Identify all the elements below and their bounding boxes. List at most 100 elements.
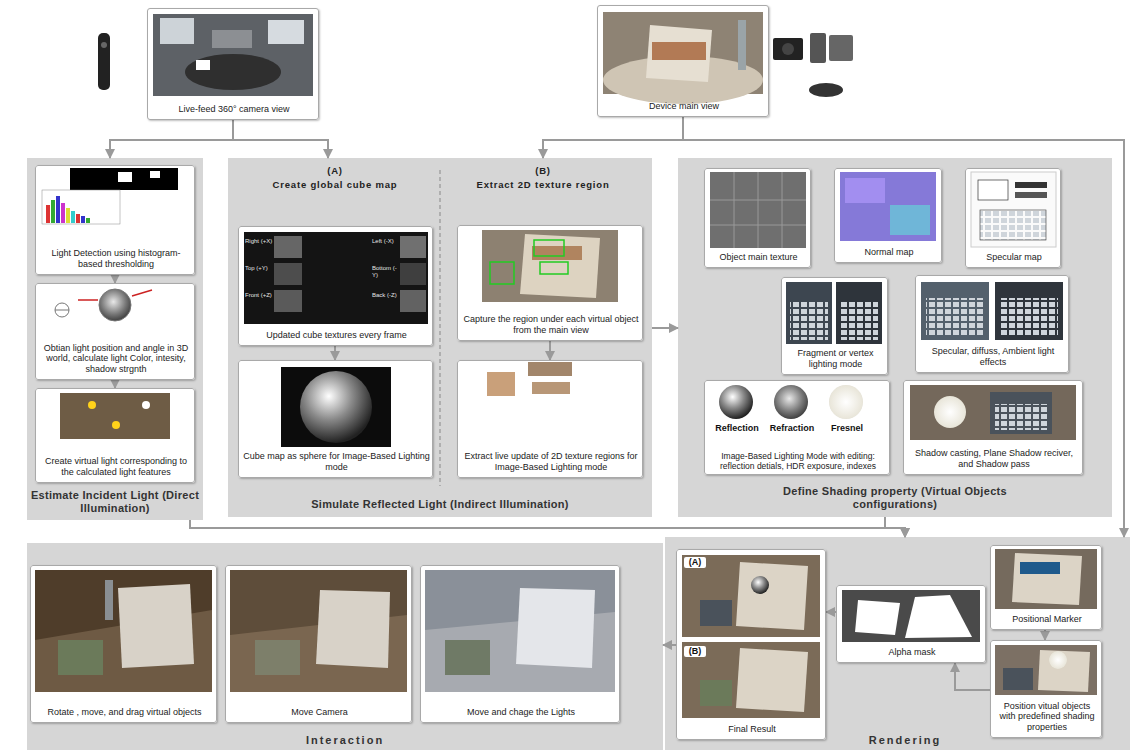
image-tag: Refraction <box>762 423 822 434</box>
illustration-shape <box>682 555 820 637</box>
image-tag: (B) <box>684 646 706 657</box>
illustration-shape <box>132 290 152 296</box>
illustration-shape <box>425 570 615 692</box>
illustration-shape <box>70 168 178 190</box>
illustration-shape <box>810 33 826 63</box>
illustration-shape <box>440 170 441 486</box>
illustration-shape <box>516 588 595 668</box>
illustration-shape <box>60 393 170 439</box>
face-label: Bottom (-Y) <box>372 265 400 279</box>
illustration-shape <box>840 172 936 241</box>
step-box: Device main view <box>597 5 769 117</box>
connector-arrow <box>114 275 116 283</box>
step-box: Live-feed 360° camera view <box>147 8 319 120</box>
caption-text: Object main texture <box>709 252 808 263</box>
box-ground <box>35 283 195 380</box>
illustration-shape <box>78 299 98 301</box>
illustration-shape <box>274 263 302 285</box>
step-box: Object main texture <box>704 168 811 268</box>
panel-ground <box>27 158 203 520</box>
connector-arrow <box>190 520 905 537</box>
illustration-shape <box>540 262 568 274</box>
step-box: Position vitual objects with predefined … <box>990 640 1102 738</box>
face-label: Front (+Z) <box>245 292 273 299</box>
illustration-shape <box>98 33 110 90</box>
panel-ground <box>665 537 1130 750</box>
illustration-shape <box>829 385 863 419</box>
step-box: Rotate , move, and drag virtual objects <box>30 565 217 723</box>
panel-ground <box>678 158 1112 517</box>
stage-panel: Define Shading property (Virtual Objects… <box>678 158 1112 517</box>
caption-text: Move and chage the Lights <box>425 707 617 718</box>
illustration-shape <box>995 549 1097 609</box>
illustration-shape <box>758 172 759 248</box>
illustration-shape <box>782 172 783 248</box>
step-box: Extract live update of 2D texture region… <box>457 360 643 478</box>
step-box: Normal map <box>834 168 942 263</box>
illustration-shape <box>719 385 753 419</box>
box-ground <box>457 225 643 341</box>
box-ground <box>903 380 1083 475</box>
connector-arrow <box>826 611 836 613</box>
box-ground <box>30 565 217 723</box>
illustration-shape <box>790 300 828 340</box>
box-ground <box>676 549 826 740</box>
illustration-shape <box>926 298 984 336</box>
illustration-shape <box>532 246 582 260</box>
caption-text: Position vitual objects with predefined … <box>995 701 1099 733</box>
box-ground <box>965 168 1061 268</box>
box-ground <box>238 360 433 478</box>
caption-text: Create virtual light corresponding to th… <box>40 456 192 478</box>
stage-panel: Rendering(A)(B)Final ResultAlpha maskPos… <box>665 537 1130 750</box>
panel-heading: Rendering <box>845 734 965 747</box>
illustration-shape <box>212 30 252 48</box>
illustration-shape <box>55 310 69 311</box>
face-label: Left (-X) <box>372 238 400 245</box>
box-ground <box>915 275 1069 373</box>
illustration-shape <box>1049 651 1067 669</box>
caption-text: Normal map <box>839 247 939 258</box>
sub-heading: (B) <box>483 165 603 176</box>
illustration-shape <box>978 180 1008 200</box>
illustration-shape <box>274 236 302 258</box>
illustration-shape <box>118 172 132 182</box>
box-ground <box>225 565 412 723</box>
illustration-shape <box>35 12 1097 718</box>
step-box: Cube map as sphere for Image-Based Light… <box>238 360 433 478</box>
illustration-shape <box>1020 562 1060 574</box>
illustration-shape <box>774 385 808 419</box>
step-box: (A)(B)Final Result <box>676 549 826 740</box>
illustration-shape <box>445 640 490 675</box>
illustration-shape <box>734 172 735 248</box>
stage-panel: InteractionRotate , move, and drag virtu… <box>27 543 663 750</box>
illustration-shape <box>971 172 1056 247</box>
connector-arrow <box>233 120 328 158</box>
illustration-shape <box>281 367 391 447</box>
panel-heading: Define Shading property (Virtual Objects… <box>765 485 1025 511</box>
step-box: Light Detection using histogram-based th… <box>35 165 195 275</box>
illustration-shape <box>905 595 972 638</box>
illustration-shape <box>58 640 103 675</box>
illustration-shape <box>1000 298 1058 336</box>
illustration-shape <box>400 236 426 258</box>
illustration-shape <box>244 232 428 324</box>
connector-arrow <box>549 341 551 360</box>
box-ground <box>704 168 811 268</box>
illustration-shape <box>700 680 732 706</box>
illustration-shape <box>46 205 50 223</box>
illustration-shape <box>268 20 304 44</box>
illustration-shape <box>646 25 712 82</box>
illustration-shape <box>482 230 618 302</box>
caption-text: Light Detection using histogram-based th… <box>40 248 192 270</box>
illustration-shape <box>786 282 832 344</box>
illustration-shape <box>890 205 930 235</box>
illustration-shape <box>995 282 1063 340</box>
illustration-shape <box>836 282 882 344</box>
illustration-shape <box>400 290 426 312</box>
caption-text: Final Result <box>681 724 823 735</box>
step-box: Alpha mask <box>836 585 986 663</box>
box-ground <box>35 165 195 275</box>
illustration-shape <box>1038 650 1090 692</box>
